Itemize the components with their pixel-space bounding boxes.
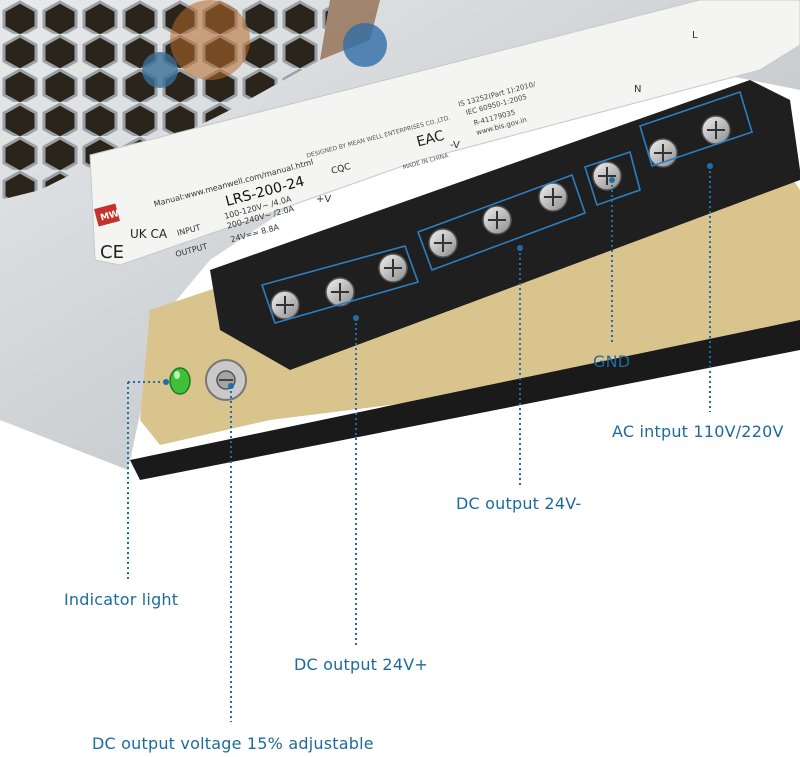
dc-minus-group-box (416, 173, 587, 272)
n-label: N (634, 84, 641, 95)
l-label: L (692, 30, 698, 41)
plus-v-label: +V (316, 194, 331, 205)
minus-v-label: -V (450, 140, 460, 151)
callout-dc-output-plus: DC output 24V+ (294, 655, 428, 674)
indicator-led (169, 367, 191, 395)
callout-gnd: GND (593, 352, 631, 371)
callout-indicator-light: Indicator light (64, 590, 179, 609)
callout-ac-input: AC intput 110V/220V (612, 422, 784, 441)
eac-mark: EAC (415, 128, 446, 151)
ac-input-group-box (639, 90, 753, 168)
capacitor (343, 23, 387, 67)
callout-leaders (127, 166, 711, 722)
terminal-group-highlights (260, 90, 753, 324)
ce-mark: CE (100, 242, 124, 263)
screw-slots (276, 121, 725, 314)
pcb-edge (130, 320, 800, 480)
gnd-terminal-box (584, 150, 641, 207)
ukca-mark: UK CA (130, 227, 168, 241)
callout-anchor-dots (163, 163, 713, 389)
callout-voltage-adjust: DC output voltage 15% adjustable (92, 734, 374, 753)
brand-text: MW (99, 209, 120, 224)
copper-coil (170, 0, 250, 80)
callout-dc-output-minus: DC output 24V- (456, 494, 582, 513)
dc-plus-group-box (260, 245, 420, 324)
led-highlight (174, 371, 180, 379)
cqc-mark: CQC (330, 162, 352, 177)
capacitor-small (142, 52, 178, 88)
brand-logo (94, 203, 120, 227)
product-label-sticker (89, 0, 800, 266)
